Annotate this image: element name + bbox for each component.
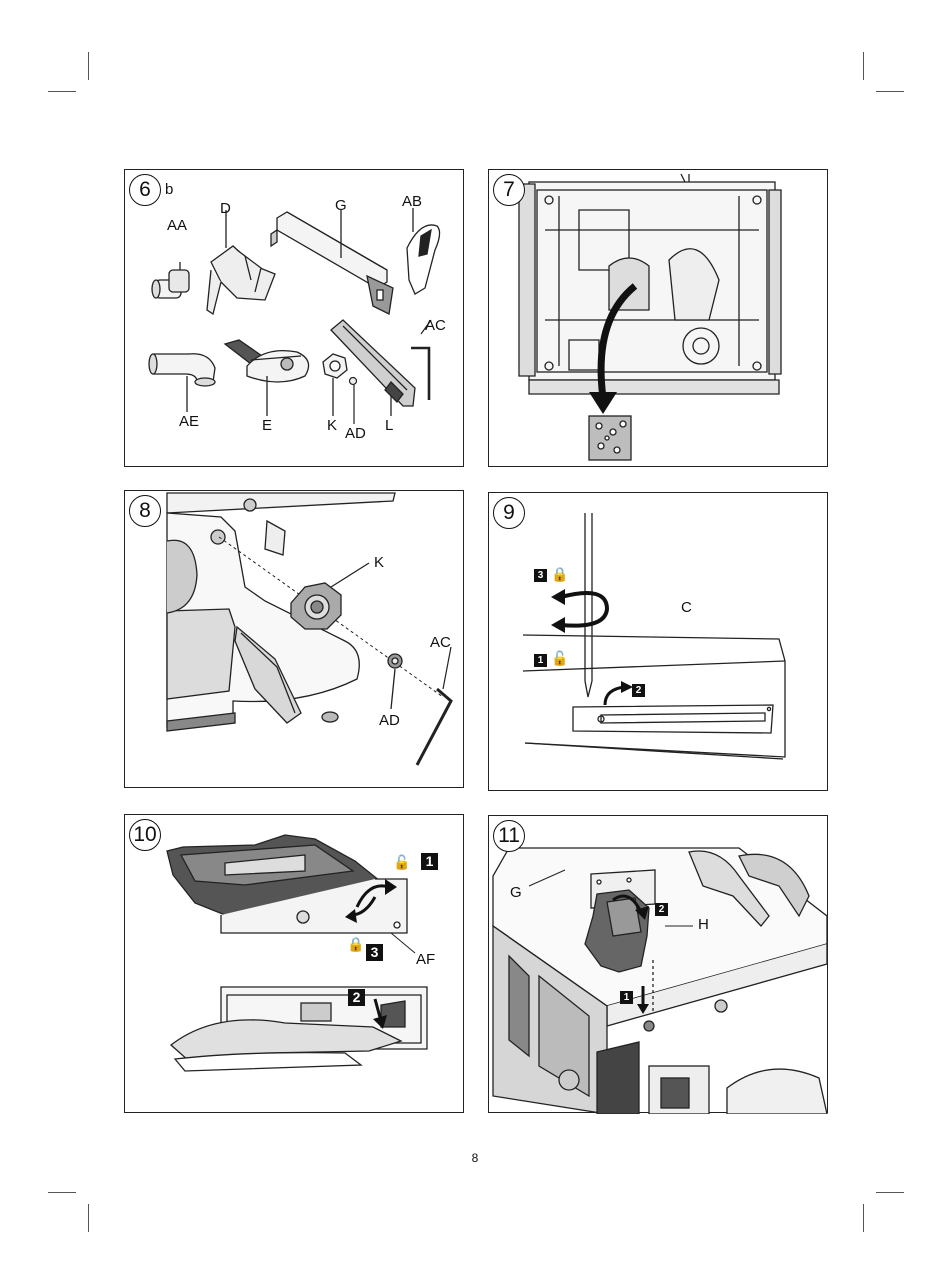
label-g: G bbox=[335, 197, 347, 214]
label-ad: AD bbox=[345, 425, 366, 442]
knob-icon bbox=[290, 562, 370, 630]
step-1-badge: 1 bbox=[620, 991, 633, 1004]
washer-icon bbox=[348, 376, 358, 424]
step-1-badge: 1 bbox=[421, 853, 438, 870]
blade-guard-icon bbox=[206, 210, 276, 316]
lock-open-icon: 🔓 bbox=[393, 854, 411, 870]
figure-8-panel: 8 K AC AD bbox=[124, 490, 464, 788]
step-3-badge: 3 bbox=[366, 944, 383, 961]
label-l: L bbox=[385, 417, 394, 434]
label-aa: AA bbox=[167, 217, 188, 234]
figure-8-number: 8 bbox=[129, 495, 161, 527]
step-3-badge: 3 bbox=[534, 569, 547, 582]
hex-key-icon bbox=[415, 646, 453, 766]
label-h: H bbox=[698, 916, 709, 933]
crop-mark bbox=[48, 1192, 76, 1193]
label-ac: AC bbox=[425, 317, 446, 334]
elbow-hose-icon bbox=[148, 353, 216, 412]
miter-gauge-icon bbox=[223, 339, 310, 416]
crop-mark bbox=[48, 91, 76, 92]
label-ae: AE bbox=[179, 413, 200, 430]
crop-mark bbox=[88, 1204, 89, 1232]
label-c: C bbox=[681, 599, 692, 616]
step-1-badge: 1 bbox=[534, 654, 547, 667]
crop-mark bbox=[88, 52, 89, 80]
lock-closed-icon: 🔒 bbox=[347, 936, 365, 952]
figure-10-number: 10 bbox=[129, 819, 161, 851]
label-g: G bbox=[510, 884, 522, 901]
lock-closed-icon: 🔒 bbox=[551, 566, 569, 582]
label-d: D bbox=[220, 200, 231, 217]
table-plate-icon bbox=[522, 634, 786, 760]
saw-body-icon bbox=[166, 492, 396, 732]
label-e: E bbox=[262, 417, 273, 434]
dust-port-icon bbox=[151, 262, 190, 299]
crop-mark bbox=[863, 52, 864, 80]
screwdriver-icon bbox=[584, 513, 593, 698]
crop-mark bbox=[876, 1192, 904, 1193]
figure-7-panel: 7 bbox=[488, 169, 828, 467]
label-ab: AB bbox=[402, 193, 423, 210]
storage-arrow-icon bbox=[589, 283, 638, 414]
figure-11-panel: 11 G H 2 1 bbox=[488, 815, 828, 1114]
figure-11-number: 11 bbox=[493, 820, 525, 852]
label-ad: AD bbox=[379, 712, 400, 729]
figure-7-number: 7 bbox=[493, 174, 525, 206]
label-k: K bbox=[327, 417, 338, 434]
down-arrow-icon bbox=[637, 986, 649, 1014]
figure-7-drawing bbox=[518, 173, 782, 461]
figure-6-panel: 6 b AA D G AB AC AE E K AD L bbox=[124, 169, 464, 467]
label-af: AF bbox=[416, 951, 436, 968]
page-number: 8 bbox=[471, 1151, 479, 1165]
push-stick-icon bbox=[330, 319, 416, 416]
label-ac: AC bbox=[430, 634, 451, 651]
figure-6-number: 6 bbox=[129, 174, 161, 206]
figure-6-suffix: b bbox=[165, 181, 174, 198]
figure-9-panel: 9 3 🔒 1 🔓 2 C bbox=[488, 492, 828, 791]
step-2-badge: 2 bbox=[655, 903, 668, 916]
figure-9-drawing bbox=[522, 513, 786, 760]
crop-mark bbox=[863, 1204, 864, 1232]
riving-knife-fence-icon bbox=[270, 210, 394, 315]
rotate-arrow-icon bbox=[560, 591, 610, 628]
lever-icon bbox=[166, 834, 408, 934]
figure-10-drawing bbox=[166, 834, 428, 1072]
figure-11-drawing bbox=[492, 847, 828, 1114]
table-saw-icon bbox=[492, 847, 828, 1114]
guard-mount-icon bbox=[584, 869, 656, 973]
label-k: K bbox=[374, 554, 385, 571]
saw-underside-icon bbox=[518, 173, 782, 395]
storage-bin-icon bbox=[588, 415, 632, 461]
crop-mark bbox=[876, 91, 904, 92]
figure-6-drawing bbox=[148, 208, 441, 424]
nut-icon bbox=[322, 353, 348, 416]
step-2-badge: 2 bbox=[632, 684, 645, 697]
step-2-badge: 2 bbox=[348, 989, 365, 1006]
hex-key-icon bbox=[411, 319, 432, 400]
lock-open-icon: 🔓 bbox=[551, 650, 569, 666]
figure-10-panel: 10 1 🔓 🔒 3 AF 2 bbox=[124, 814, 464, 1113]
figure-9-number: 9 bbox=[493, 497, 525, 529]
washer-icon bbox=[387, 653, 403, 710]
figure-8-drawing bbox=[166, 492, 453, 766]
anti-kickback-icon bbox=[406, 208, 441, 295]
